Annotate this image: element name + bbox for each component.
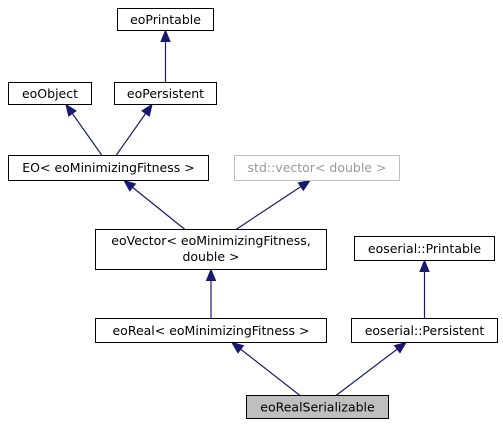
edge-eo-real-serializable-to-eoserial-persistent	[335, 348, 398, 396]
node-label-line1: eoVector< eoMinimizingFitness,	[111, 233, 310, 248]
node-label: eoPersistent	[127, 86, 204, 101]
arrowhead-icon	[122, 179, 137, 192]
node-eo-object[interactable]: eoObject	[8, 82, 92, 105]
node-box	[95, 229, 327, 270]
node-label: eoObject	[22, 86, 78, 101]
edge-eo-min-to-eo-persistent	[115, 113, 147, 156]
edge-eo-min-to-eo-object	[71, 113, 103, 156]
node-eoserial-persistent[interactable]: eoserial::Persistent	[351, 318, 498, 343]
arrowhead-icon	[160, 29, 171, 42]
node-box	[354, 236, 495, 261]
arrowhead-icon	[230, 341, 245, 354]
arrowhead-icon	[419, 259, 430, 272]
node-box	[8, 155, 209, 181]
node-eo-real[interactable]: eoReal< eoMinimizingFitness >	[95, 318, 327, 343]
arrowhead-icon	[393, 341, 408, 354]
node-eo-minimizing-fitness[interactable]: EO< eoMinimizingFitness >	[8, 155, 209, 181]
node-eo-vector[interactable]: eoVector< eoMinimizingFitness, double >	[95, 229, 327, 270]
arrowhead-icon	[297, 179, 312, 192]
node-label: eoserial::Printable	[368, 241, 482, 256]
node-label: eoRealSerializable	[260, 400, 375, 415]
edges-layer	[65, 29, 430, 396]
edge-eo-vector-to-eo-min	[132, 186, 186, 230]
edge-eo-vector-to-std-vector	[235, 186, 302, 231]
node-label: EO< eoMinimizingFitness >	[22, 160, 194, 175]
node-label: std::vector< double >	[248, 160, 387, 175]
node-eo-real-serializable[interactable]: eoRealSerializable	[246, 395, 389, 419]
node-eoserial-printable[interactable]: eoserial::Printable	[354, 236, 495, 261]
node-box	[246, 395, 389, 419]
node-label: eoPrintable	[130, 12, 201, 27]
node-box	[351, 318, 498, 343]
node-eo-printable[interactable]: eoPrintable	[117, 8, 214, 31]
node-box	[8, 82, 92, 105]
node-label: eoReal< eoMinimizingFitness >	[112, 323, 309, 338]
arrowhead-icon	[205, 268, 217, 281]
node-box	[117, 8, 214, 31]
arrowhead-icon	[141, 103, 153, 117]
node-box	[114, 82, 217, 105]
node-box	[234, 155, 400, 181]
node-std-vector[interactable]: std::vector< double >	[234, 155, 400, 181]
node-eo-persistent[interactable]: eoPersistent	[114, 82, 217, 105]
arrowhead-icon	[65, 103, 77, 117]
node-label-line2: double >	[182, 249, 239, 264]
node-box	[95, 318, 327, 343]
node-label: eoserial::Persistent	[365, 323, 485, 338]
edge-eo-real-serializable-to-eo-real	[240, 348, 301, 396]
